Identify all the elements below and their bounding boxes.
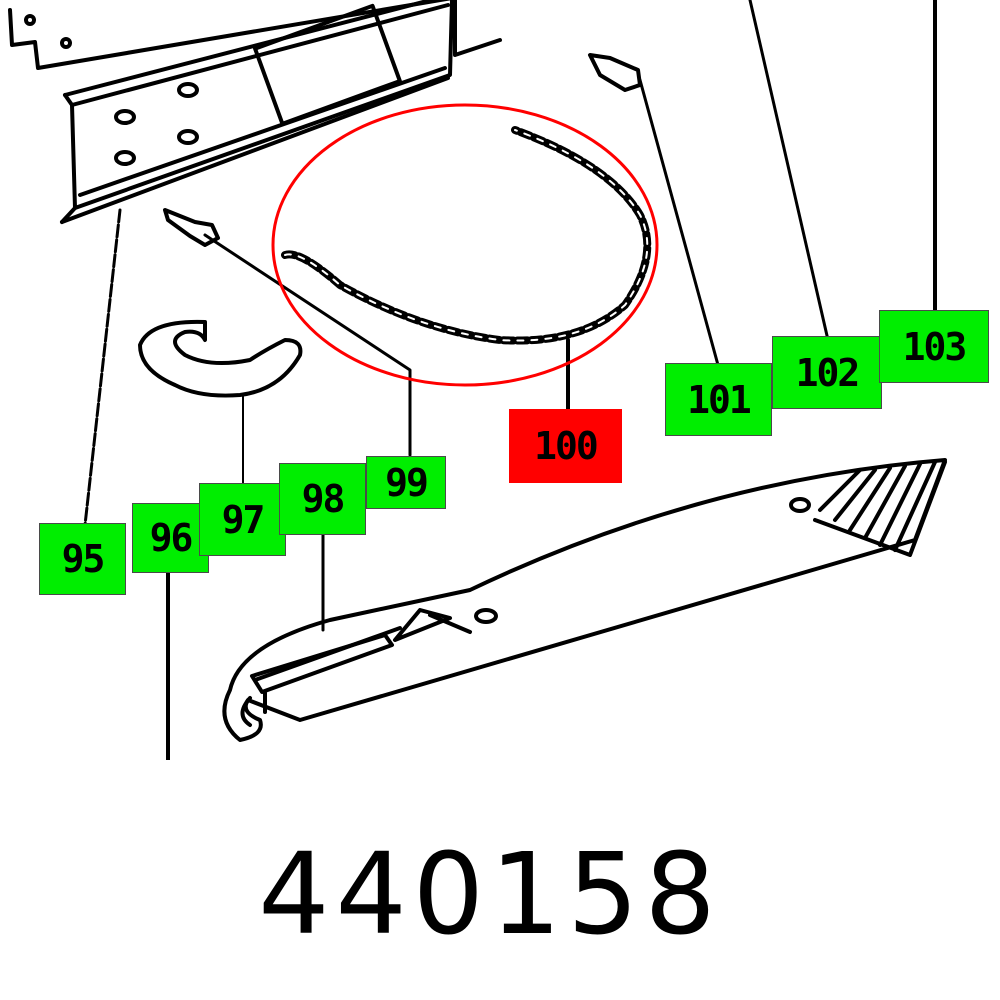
clip-97-part <box>138 319 303 486</box>
leader-102 <box>748 0 830 342</box>
screw-101-part <box>588 53 720 367</box>
callout-98[interactable]: 98 <box>279 463 366 535</box>
callout-103[interactable]: 103 <box>879 310 989 383</box>
callout-95[interactable]: 95 <box>39 523 126 595</box>
screw-99-part <box>163 208 412 457</box>
callout-96[interactable]: 96 <box>132 503 209 573</box>
mounting-bracket-part <box>8 0 502 224</box>
callout-97[interactable]: 97 <box>199 483 286 556</box>
callout-99[interactable]: 99 <box>366 456 446 509</box>
callout-101[interactable]: 101 <box>665 363 772 436</box>
leader-95 <box>83 208 122 527</box>
callout-102[interactable]: 102 <box>772 336 882 409</box>
chain-100-part <box>281 126 652 412</box>
part-number: 440158 <box>258 830 722 960</box>
highlight-ring <box>271 103 659 387</box>
parts-diagram <box>8 0 947 760</box>
callout-100-selected[interactable]: 100 <box>509 409 622 483</box>
handle-98-part <box>222 458 947 742</box>
